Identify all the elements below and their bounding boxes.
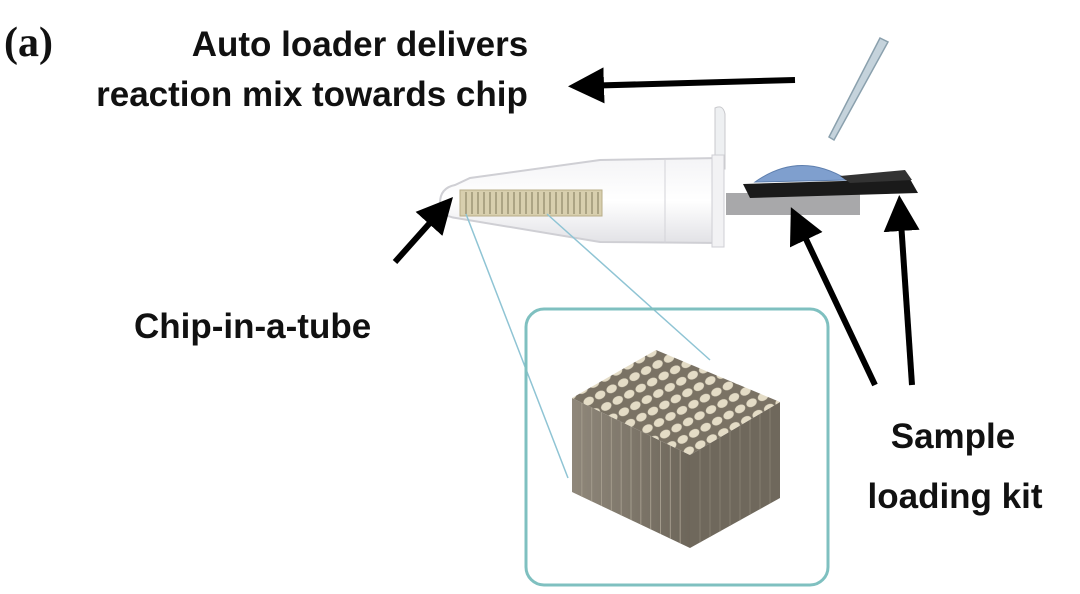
auto-loader-label-line1: Auto loader delivers — [192, 25, 528, 64]
sample-drop — [753, 165, 850, 183]
tube — [438, 106, 726, 248]
zoom-line — [465, 213, 569, 479]
auto-loader-arrow — [568, 67, 796, 104]
chip — [459, 189, 603, 217]
sample-label-line2: loading kit — [868, 477, 1043, 516]
chip-in-tube-label: Chip-in-a-tube — [134, 307, 371, 346]
inset-box — [524, 307, 830, 587]
pipette-tip — [828, 36, 890, 142]
auto-loader-label-line2: reaction mix towards chip — [96, 75, 528, 114]
sample-kit-arrow — [789, 207, 878, 387]
sample-loading-kit — [726, 165, 918, 215]
chip-in-tube-arrow — [392, 197, 453, 264]
sample-label-line1: Sample — [891, 417, 1016, 456]
zoom-line — [546, 213, 711, 361]
sample-kit-arrow — [883, 195, 920, 386]
panel-label: (a) — [4, 20, 53, 66]
chip-cube-closeup — [572, 350, 780, 548]
